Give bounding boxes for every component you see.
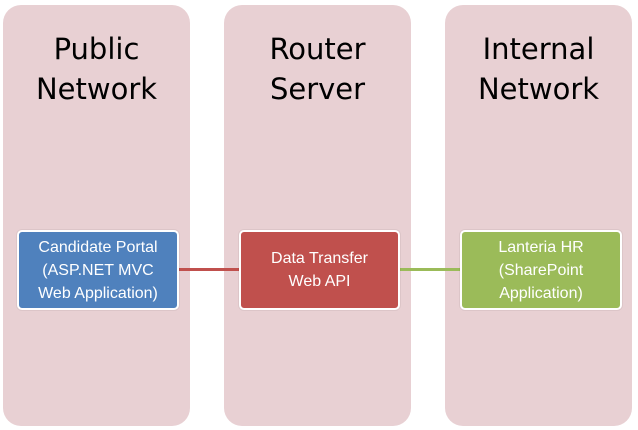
public-network-title: Public Network xyxy=(3,29,190,109)
data-transfer-api-line-2: Web API xyxy=(288,273,351,290)
internal-network-column: Internal Network xyxy=(445,5,632,426)
candidate-portal-line-3: Web Application) xyxy=(38,284,158,302)
internal-network-title: Internal Network xyxy=(445,29,632,109)
internal-network-title-line-1: Internal xyxy=(482,32,595,66)
lanteria-hr-node: Lanteria HR (SharePoint Application) xyxy=(460,230,622,310)
api-hr-connector xyxy=(398,268,464,271)
public-network-title-line-2: Network xyxy=(35,72,158,106)
public-network-column: Public Network xyxy=(3,5,190,426)
lanteria-hr-line-1: Lanteria HR xyxy=(498,238,584,256)
router-server-title-line-2: Server xyxy=(269,72,366,106)
lanteria-hr-line-2: (SharePoint xyxy=(498,261,584,279)
router-server-title-line-1: Router xyxy=(269,32,366,66)
router-server-title: Router Server xyxy=(224,29,411,109)
data-transfer-api-line-1: Data Transfer xyxy=(271,250,368,267)
internal-network-title-line-2: Network xyxy=(477,72,600,106)
lanteria-hr-line-3: Application) xyxy=(499,284,583,302)
candidate-portal-node: Candidate Portal (ASP.NET MVC Web Applic… xyxy=(17,230,179,310)
router-server-column: Router Server xyxy=(224,5,411,426)
public-network-title-line-1: Public xyxy=(53,32,140,66)
portal-api-connector xyxy=(177,268,241,271)
candidate-portal-line-2: (ASP.NET MVC xyxy=(42,261,154,279)
data-transfer-api-node: Data Transfer Web API xyxy=(239,230,400,310)
candidate-portal-line-1: Candidate Portal xyxy=(38,238,158,256)
